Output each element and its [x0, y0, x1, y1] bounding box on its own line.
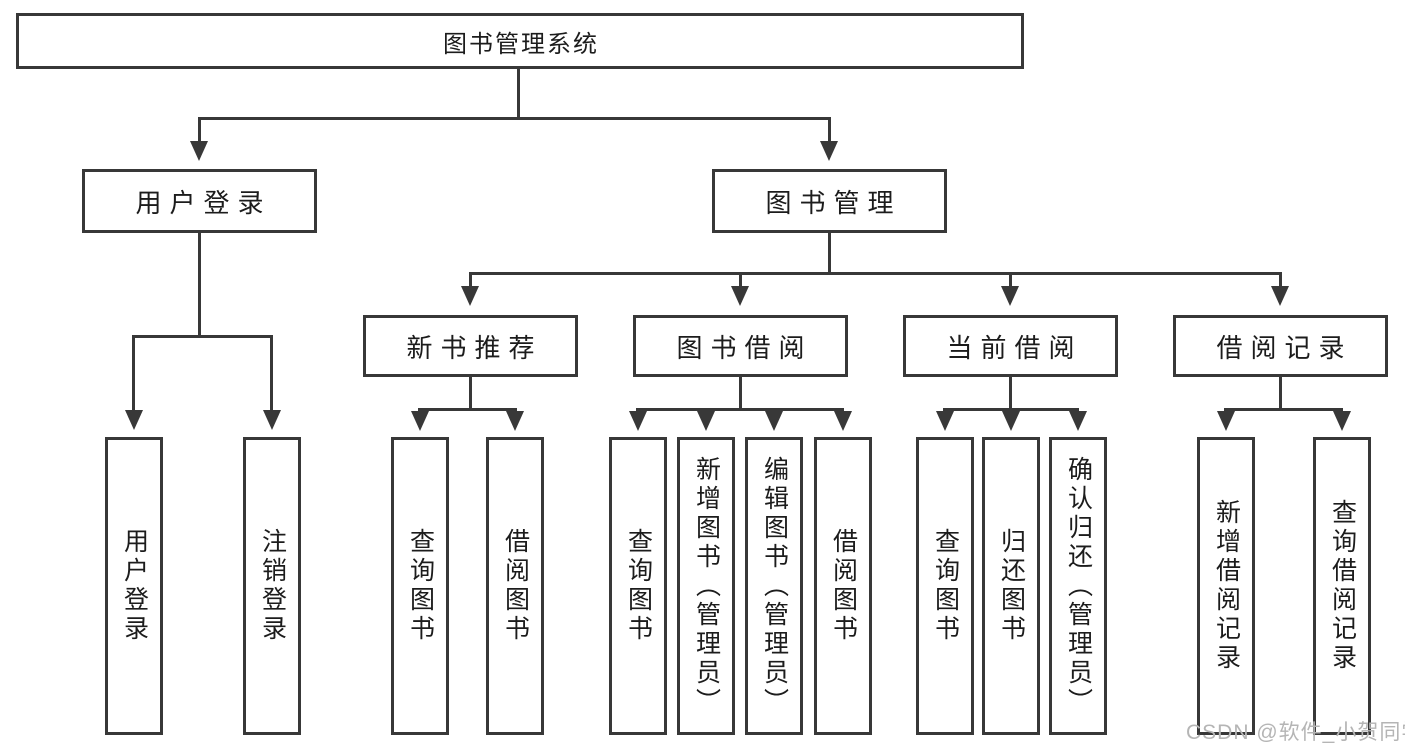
node-current-borrowing: 当前借阅 — [903, 315, 1118, 377]
arrow-down-icon — [461, 286, 479, 306]
arrow-down-icon — [1217, 411, 1235, 431]
connector-line — [1009, 272, 1012, 286]
arrow-down-icon — [731, 286, 749, 306]
arrow-down-icon — [1333, 411, 1351, 431]
leaf-query-books-borrow: 查询图书 — [609, 437, 667, 735]
connector-line — [469, 272, 1282, 275]
node-book-borrowing: 图书借阅 — [633, 315, 848, 377]
leaf-query-books-current: 查询图书 — [916, 437, 974, 735]
node-book-management: 图书管理 — [712, 169, 947, 233]
leaf-borrow-books: 借阅图书 — [814, 437, 872, 735]
arrow-down-icon — [629, 411, 647, 431]
leaf-return-books: 归还图书 — [982, 437, 1040, 735]
connector-line — [132, 335, 273, 338]
arrow-down-icon — [1271, 286, 1289, 306]
connector-line — [636, 408, 844, 411]
arrow-down-icon — [1069, 411, 1087, 431]
leaf-add-book-admin: 新增图书（管理员） — [677, 437, 735, 735]
node-root: 图书管理系统 — [16, 13, 1024, 69]
connector-line — [198, 233, 201, 335]
connector-line — [198, 117, 201, 141]
leaf-add-borrow-record: 新增借阅记录 — [1197, 437, 1255, 735]
leaf-borrow-books-recommend: 借阅图书 — [486, 437, 544, 735]
arrow-down-icon — [765, 411, 783, 431]
connector-line — [1009, 377, 1012, 408]
connector-line — [943, 408, 1079, 411]
connector-line — [517, 69, 520, 117]
arrow-down-icon — [1001, 286, 1019, 306]
watermark: CSDN @软件_小贺同学 — [1186, 721, 1405, 744]
arrow-down-icon — [263, 410, 281, 430]
arrow-down-icon — [820, 141, 838, 161]
connector-line — [828, 233, 831, 272]
connector-line — [469, 377, 472, 408]
connector-line — [132, 335, 135, 410]
connector-line — [418, 408, 517, 411]
arrow-down-icon — [697, 411, 715, 431]
connector-line — [1279, 377, 1282, 408]
leaf-user-login: 用户登录 — [105, 437, 163, 735]
arrow-down-icon — [125, 410, 143, 430]
node-new-book-recommendation: 新书推荐 — [363, 315, 578, 377]
connector-line — [739, 272, 742, 286]
leaf-query-borrow-record: 查询借阅记录 — [1313, 437, 1371, 735]
arrow-down-icon — [411, 411, 429, 431]
node-user-login: 用户登录 — [82, 169, 317, 233]
connector-line — [828, 117, 831, 141]
node-borrowing-records: 借阅记录 — [1173, 315, 1388, 377]
leaf-confirm-return-admin: 确认归还（管理员） — [1049, 437, 1107, 735]
connector-line — [270, 335, 273, 410]
leaf-logout: 注销登录 — [243, 437, 301, 735]
connector-line — [1279, 272, 1282, 286]
arrow-down-icon — [506, 411, 524, 431]
connector-line — [739, 377, 742, 408]
arrow-down-icon — [834, 411, 852, 431]
arrow-down-icon — [1002, 411, 1020, 431]
arrow-down-icon — [190, 141, 208, 161]
arrow-down-icon — [936, 411, 954, 431]
connector-line — [1224, 408, 1343, 411]
leaf-query-books-recommend: 查询图书 — [391, 437, 449, 735]
connector-line — [198, 117, 831, 120]
connector-line — [469, 272, 472, 286]
leaf-edit-book-admin: 编辑图书（管理员） — [745, 437, 803, 735]
